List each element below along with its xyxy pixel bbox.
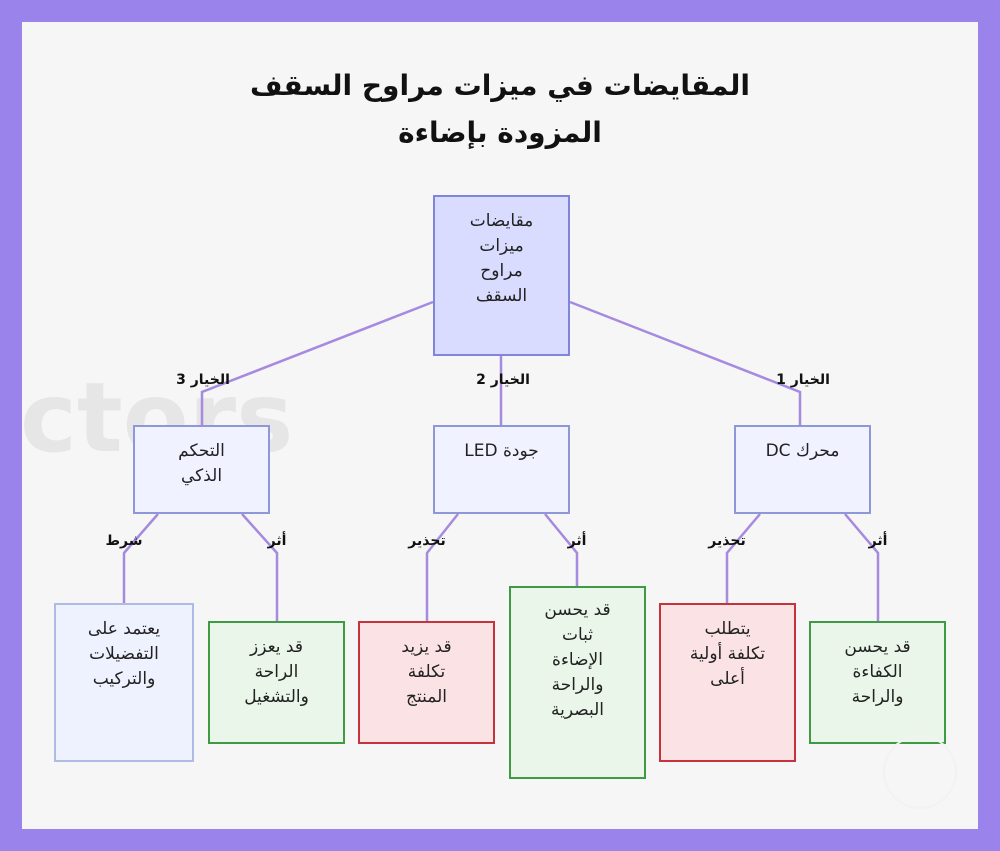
option-node-1: محرك DC [734,425,871,514]
root-node: مقايضات ميزات مراوح السقف [433,195,570,356]
edge-option-3-outcome-5 [241,513,279,621]
edge-label-outcome-6: شرط [105,533,143,549]
outcome-node-5: قد يعزز الراحة والتشغيل [208,621,345,744]
outcome-node-1: قد يحسن الكفاءة والراحة [809,621,946,744]
outcome-node-3: قد يحسن ثبات الإضاءة والراحة البصرية [509,586,646,779]
edge-label-option-3: الخيار 3 [176,372,230,388]
edge-label-outcome-2: تحذير [708,533,746,549]
option-node-3: التحكم الذكي [133,425,270,514]
edge-option-2-outcome-4 [425,513,459,621]
edge-label-outcome-5: أثر [267,533,287,549]
title-line-1: المقايضات في ميزات مراوح السقف [250,69,750,102]
edge-option-1-outcome-1 [844,513,880,621]
edge-label-outcome-3: أثر [567,533,587,549]
edge-option-3-outcome-6 [122,513,159,603]
outcome-node-4: قد يزيد تكلفة المنتج [358,621,495,744]
edge-label-option-2: الخيار 2 [476,372,530,388]
title-line-2: المزودة بإضاءة [398,116,602,149]
edge-label-outcome-4: تحذير [408,533,446,549]
edge-root-option-3 [200,300,434,425]
edge-root-option-1 [569,300,802,425]
edge-option-1-outcome-2 [725,513,761,603]
diagram-title: المقايضات في ميزات مراوح السقف المزودة ب… [0,62,1000,156]
edge-label-option-1: الخيار 1 [776,372,830,388]
edge-option-2-outcome-3 [544,513,579,586]
outcome-node-6: يعتمد على التفضيلات والتركيب [54,603,194,762]
edge-label-outcome-1: أثر [868,533,888,549]
option-node-2: جودة LED [433,425,570,514]
corner-watermark [883,735,957,809]
outcome-node-2: يتطلب تكلفة أولية أعلى [659,603,796,762]
